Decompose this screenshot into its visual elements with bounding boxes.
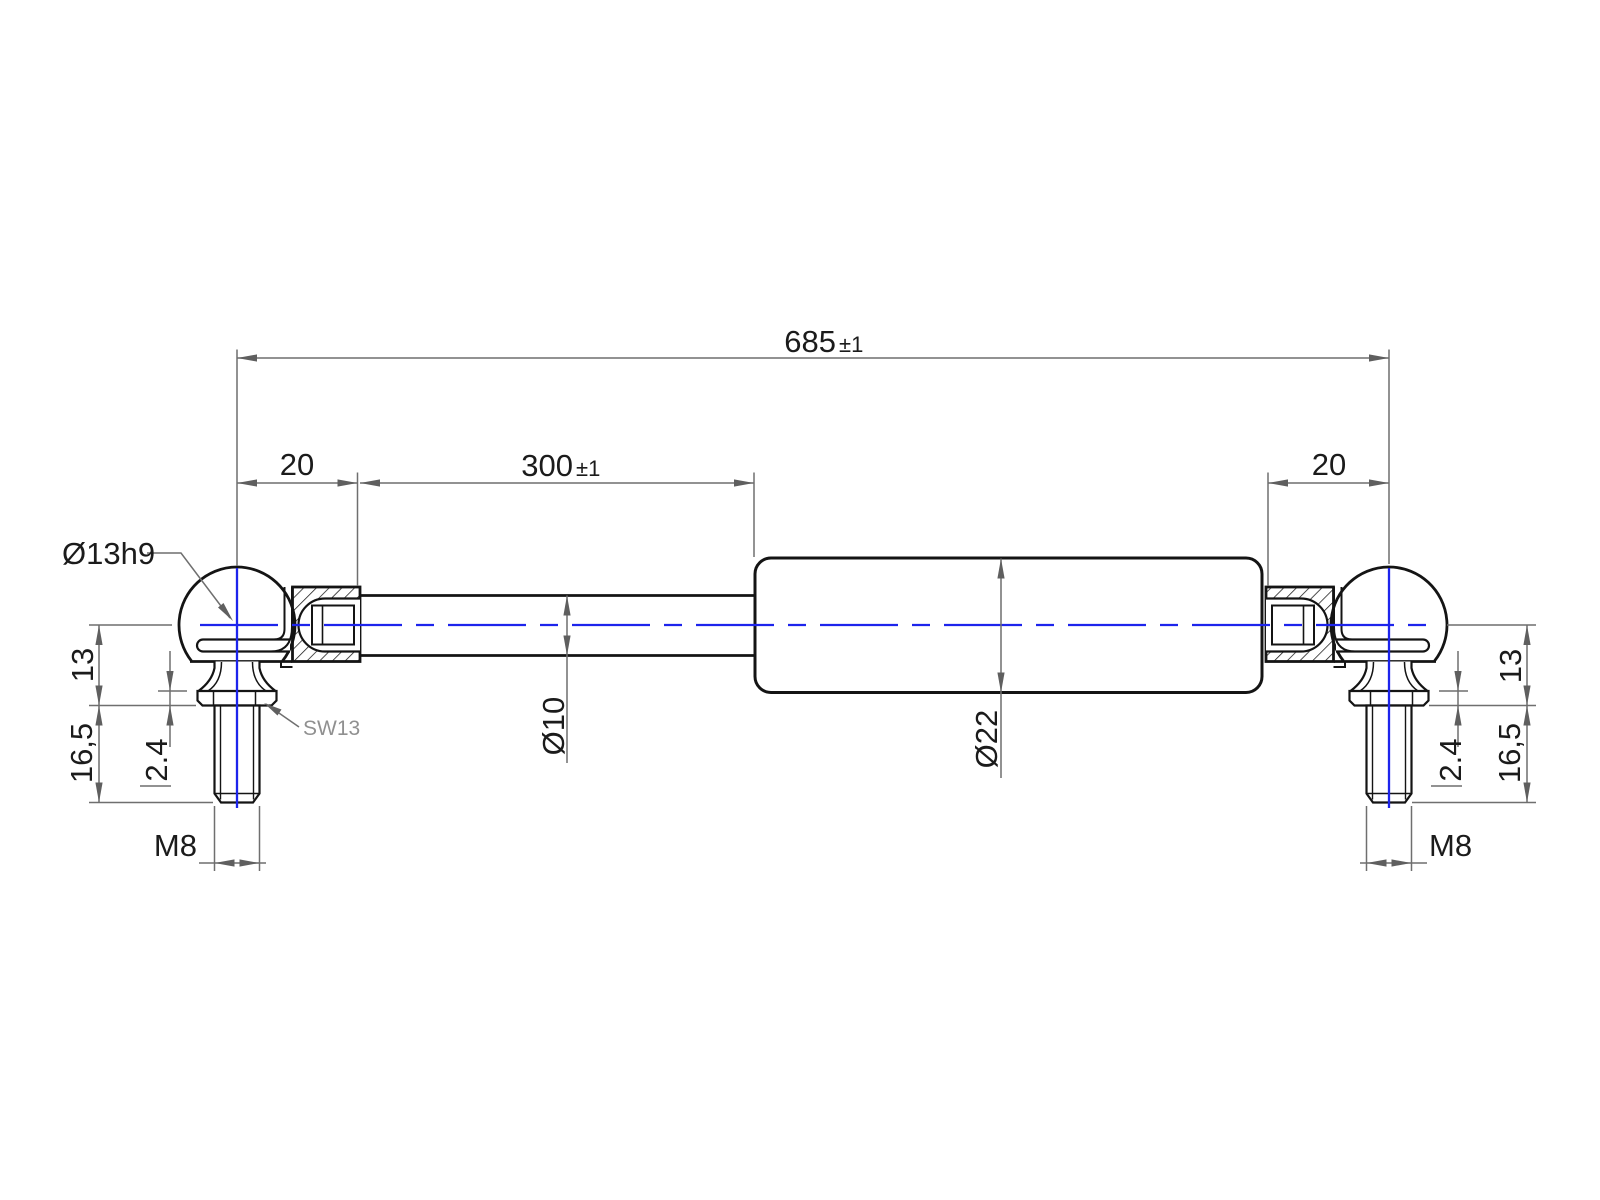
- arrowhead: [1369, 354, 1389, 362]
- arrowhead: [1391, 859, 1412, 867]
- arrowhead: [95, 625, 103, 645]
- taper-inner-right: [1359, 661, 1375, 692]
- arrowhead: [1454, 671, 1462, 691]
- arrowhead: [95, 782, 103, 803]
- bracket-edge-outer: [1340, 587, 1353, 641]
- arrowhead: [563, 635, 571, 656]
- dim-extended-length-label: 300: [521, 448, 573, 483]
- arrowhead: [1523, 625, 1531, 645]
- bracket-edge-outer: [273, 587, 286, 641]
- dim-left-height-label: 13: [65, 648, 100, 682]
- dim-left-offset-label: 20: [280, 447, 314, 482]
- arrowhead: [997, 558, 1005, 579]
- ball-slot: [1336, 638, 1431, 653]
- arrowhead: [1523, 782, 1531, 803]
- ball-slot: [195, 638, 290, 653]
- dim-right-height-label: 13: [1493, 649, 1528, 683]
- wrench-size-label: SW13: [303, 717, 360, 740]
- dim-overall-tolerance-label: ±1: [839, 332, 863, 357]
- arrowhead: [95, 685, 103, 706]
- arrowhead: [1454, 705, 1462, 726]
- leader-arrowhead: [264, 703, 282, 716]
- arrowhead: [337, 479, 358, 487]
- arrowhead: [1523, 705, 1531, 726]
- taper-inner-left: [1403, 661, 1419, 692]
- dim-rod-diameter-label: Ø10: [536, 697, 571, 756]
- taper-inner-left: [207, 661, 223, 692]
- arrowhead: [1268, 479, 1288, 487]
- arrowhead: [1523, 685, 1531, 706]
- dimension-annotations: 685 ±1 20 300 ±1 20 Ø13h9 13 16,5 2.4 M8…: [62, 324, 1536, 871]
- arrowhead: [1369, 479, 1389, 487]
- arrowhead: [166, 705, 174, 726]
- taper-right-edge: [1349, 661, 1368, 692]
- arrowhead: [239, 859, 260, 867]
- arrowhead: [237, 479, 257, 487]
- centerlines: [200, 568, 1427, 808]
- dim-left-stud-length-label: 16,5: [64, 723, 99, 783]
- dim-right-stud-length-label: 16,5: [1492, 723, 1527, 783]
- arrowhead: [563, 595, 571, 616]
- dim-overall-length-label: 685: [784, 324, 836, 359]
- taper-left-edge: [1410, 661, 1429, 692]
- dim-left-thread-label: M8: [154, 828, 197, 863]
- housing-notch: [1333, 661, 1346, 668]
- taper-left-edge: [197, 661, 216, 692]
- arrowhead: [237, 354, 257, 362]
- leader-arrowhead: [218, 603, 233, 621]
- dim-right-offset-label: 20: [1312, 447, 1346, 482]
- arrowhead: [166, 671, 174, 691]
- dim-right-thread-label: M8: [1429, 828, 1472, 863]
- arrowhead: [214, 859, 235, 867]
- piston-rod: [360, 594, 755, 657]
- dim-right-flange-label: 2.4: [1433, 738, 1468, 781]
- arrowhead: [360, 479, 380, 487]
- arrowhead: [997, 672, 1005, 693]
- dim-tube-diameter-label: Ø22: [969, 710, 1004, 769]
- dim-ball-diameter-label: Ø13h9: [62, 536, 155, 571]
- arrowhead: [734, 479, 754, 487]
- dim-extended-tolerance-label: ±1: [576, 456, 600, 481]
- dim-left-flange-label: 2.4: [139, 738, 174, 781]
- arrowhead: [1366, 859, 1387, 867]
- leader-ball-diameter: [147, 552, 231, 619]
- taper-inner-right: [251, 661, 267, 692]
- housing-notch: [280, 661, 293, 668]
- arrowhead: [95, 705, 103, 726]
- taper-right-edge: [258, 661, 277, 692]
